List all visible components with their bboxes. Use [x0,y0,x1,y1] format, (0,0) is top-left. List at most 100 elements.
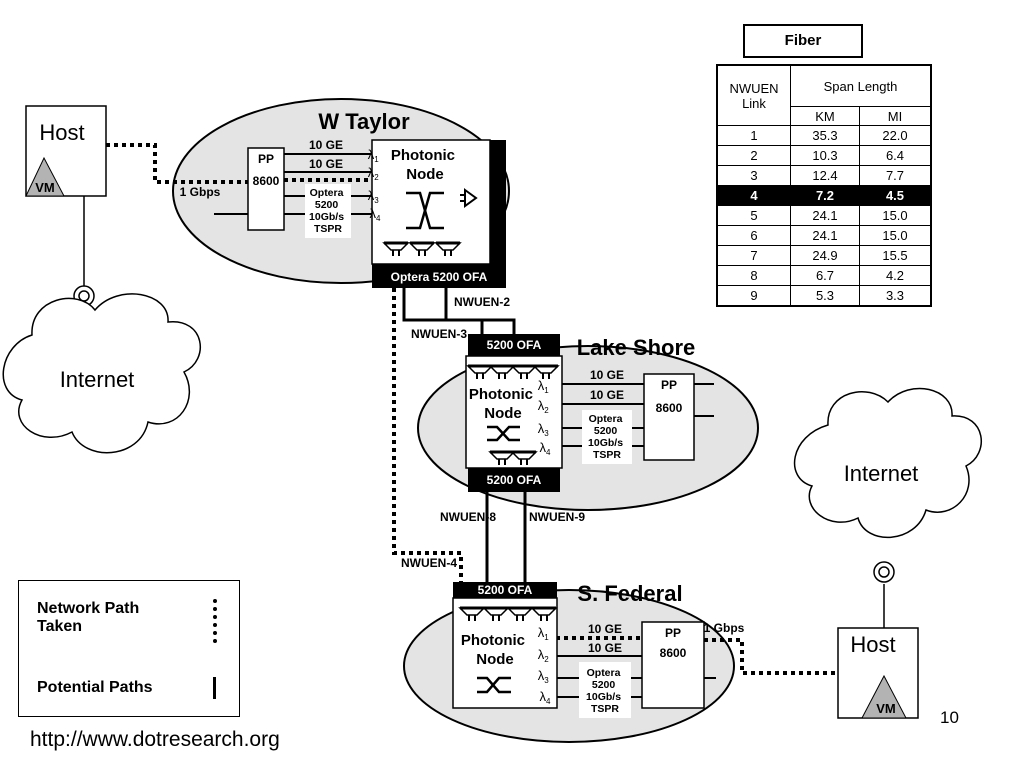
col-header-mi: MI [859,106,932,126]
w-taylor-switch-icon [406,191,444,230]
cell-km: 24.9 [790,245,860,266]
cell-km: 5.3 [790,285,860,307]
w-taylor-photonic-label: Photonic Node [391,147,459,183]
s-federal-ge2: 10 GE [588,641,622,655]
link-nwuen-4: NWUEN-4 [401,556,457,570]
cell-mi: 6.4 [859,145,932,166]
cell-km: 12.4 [790,165,860,186]
cell-km: 24.1 [790,205,860,226]
cell-link: 2 [716,145,791,166]
s-federal-title: S. Federal [577,581,682,606]
cell-mi: 22.0 [859,125,932,146]
lake-shore-pp-label: PP [661,378,677,392]
cell-mi: 15.0 [859,225,932,246]
lake-shore-ofa-bottom [468,468,560,492]
cell-km: 7.2 [790,185,860,206]
lake-shore-switch-icon [487,425,520,442]
w-taylor-lambdas: λ1 λ2 λ3 λ4 [368,147,383,223]
link-nwuen-8: NWUEN-8 [440,510,496,524]
cell-mi: 4.5 [859,185,932,206]
w-taylor-rate: 1 Gbps [180,185,221,199]
cell-link: 9 [716,285,791,307]
s-federal-photonic-label: Photonic Node [461,632,529,668]
w-taylor-ge1: 10 GE [309,138,343,152]
internet-cloud-left [2,293,201,454]
lake-shore-ge2: 10 GE [590,388,624,402]
s-federal-ge1: 10 GE [588,622,622,636]
link-nwuen-9: NWUEN-9 [529,510,585,524]
fiber-table-title: Fiber [743,24,863,58]
lake-shore-ge1: 10 GE [590,368,624,382]
lake-shore-pp-box [643,373,695,461]
cell-mi: 15.5 [859,245,932,266]
link-nwuen-3: NWUEN-3 [411,327,467,341]
cell-mi: 15.0 [859,205,932,226]
potential-paths [402,288,527,582]
cell-link: 3 [716,165,791,186]
footer-url[interactable]: http://www.dotresearch.org [30,728,280,751]
s-federal-ofa-label: 5200 OFA [478,583,533,597]
vm-right-label: VM [876,701,896,716]
page-number: 10 [940,708,959,727]
cell-link: 6 [716,225,791,246]
internet-cloud-right [793,387,982,539]
cell-mi: 3.3 [859,285,932,307]
s-federal-pp-number: 8600 [660,646,687,660]
host-right-label: Host [850,632,895,657]
w-taylor-pp-label: PP [258,152,274,166]
host-right [837,627,919,719]
col-header-km: KM [790,106,860,126]
w-taylor-ofa-label: Optera 5200 OFA [391,270,488,284]
lake-shore-photonic-label: Photonic Node [469,386,537,422]
lake-shore-ofa-top [468,334,560,356]
network-path-taken [106,143,838,675]
legend-dotted-line-icon [213,599,217,643]
cell-km: 10.3 [790,145,860,166]
w-taylor-pp-number: 8600 [253,174,280,188]
w-taylor-title: W Taylor [318,109,410,134]
lake-shore-optera: Optera 5200 10Gb/s TSPR [588,413,626,461]
s-federal-ofa-bar [453,582,557,598]
cell-link: 4 [716,185,791,206]
cell-link: 8 [716,265,791,286]
host-left-label: Host [39,120,84,145]
s-federal-lambdas: λ1 λ2 λ3 λ4 [538,625,553,706]
internet-label-left: Internet [60,367,135,392]
s-federal-pp-box [641,621,705,709]
lake-shore-ofa-bottom-label: 5200 OFA [487,473,542,487]
cell-mi: 7.7 [859,165,932,186]
lake-shore-title: Lake Shore [577,335,696,360]
w-taylor-optera: Optera 5200 10Gb/s TSPR [309,187,347,235]
s-federal-pp-label: PP [665,626,681,640]
internet-label-right: Internet [844,461,919,486]
link-nwuen-2: NWUEN-2 [454,295,510,309]
lake-shore-ofa-top-label: 5200 OFA [487,338,542,352]
s-federal-optera: Optera 5200 10Gb/s TSPR [586,667,624,715]
cell-mi: 4.2 [859,265,932,286]
vm-left-label: VM [35,180,55,195]
lake-shore-photonic-node [465,355,563,469]
legend-solid-label: Potential Paths [37,679,153,696]
host-left [25,105,107,197]
cell-link: 7 [716,245,791,266]
w-taylor-pp-box [247,147,285,231]
w-taylor-ge2: 10 GE [309,157,343,171]
internet-uplinks [73,196,895,630]
cell-km: 35.3 [790,125,860,146]
lake-shore-lambdas: λ1 λ2 λ3 λ4 [538,378,553,457]
w-taylor-ofa-bar [372,264,506,288]
cell-link: 1 [716,125,791,146]
